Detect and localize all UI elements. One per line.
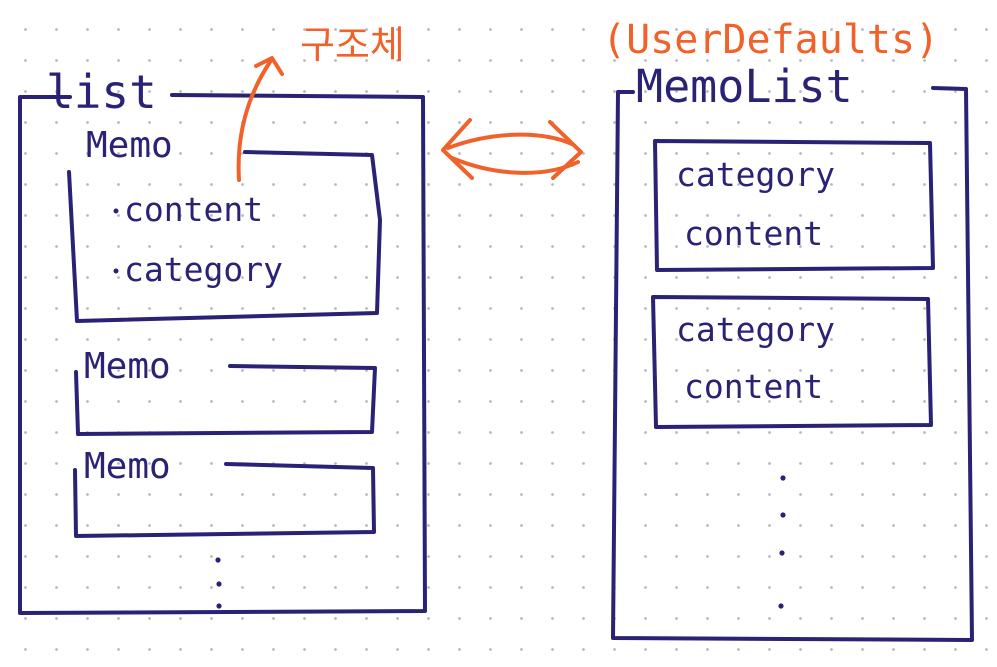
memolist-title: MemoList (636, 60, 853, 113)
item-content: content (684, 367, 823, 406)
right-memolist-panel: (UserDefaults) MemoList category content… (602, 17, 974, 642)
item-category: category (676, 310, 835, 349)
left-list-panel: list Memo content category Memo Memo (18, 23, 427, 615)
memo-card-outline (74, 364, 377, 436)
ellipsis-vertical-icon (778, 475, 786, 609)
item-content: content (684, 214, 823, 253)
item-box-outline (651, 295, 933, 429)
ellipsis-vertical-icon (215, 557, 222, 609)
arrow-shaft (236, 60, 272, 182)
memo-label: Memo (86, 125, 173, 166)
memo-card-1: Memo content category (67, 125, 382, 323)
list-container-outline (18, 93, 427, 615)
memolist-item-1: category content (653, 139, 935, 272)
double-arrow-icon (441, 118, 583, 180)
storage-label: (UserDefaults) (602, 17, 939, 63)
memo-label: Memo (84, 446, 171, 487)
memo-field-content: content (124, 190, 263, 229)
item-box-outline (653, 139, 935, 272)
struct-annotation: 구조체 (236, 23, 405, 182)
bullet-icon (113, 208, 119, 214)
memo-field-category: category (124, 250, 283, 289)
list-title: list (46, 65, 157, 119)
memo-card-outline (67, 150, 382, 323)
memo-label: Memo (84, 346, 171, 387)
arrow-up-icon (254, 56, 284, 76)
memo-card-3: Memo (73, 446, 376, 538)
memo-card-2: Memo (74, 346, 377, 436)
item-category: category (676, 155, 835, 194)
struct-label: 구조체 (300, 23, 405, 67)
memo-card-outline (73, 462, 376, 538)
memolist-container-outline (611, 86, 974, 642)
memolist-item-2: category content (651, 295, 933, 429)
bullet-icon (113, 268, 119, 274)
